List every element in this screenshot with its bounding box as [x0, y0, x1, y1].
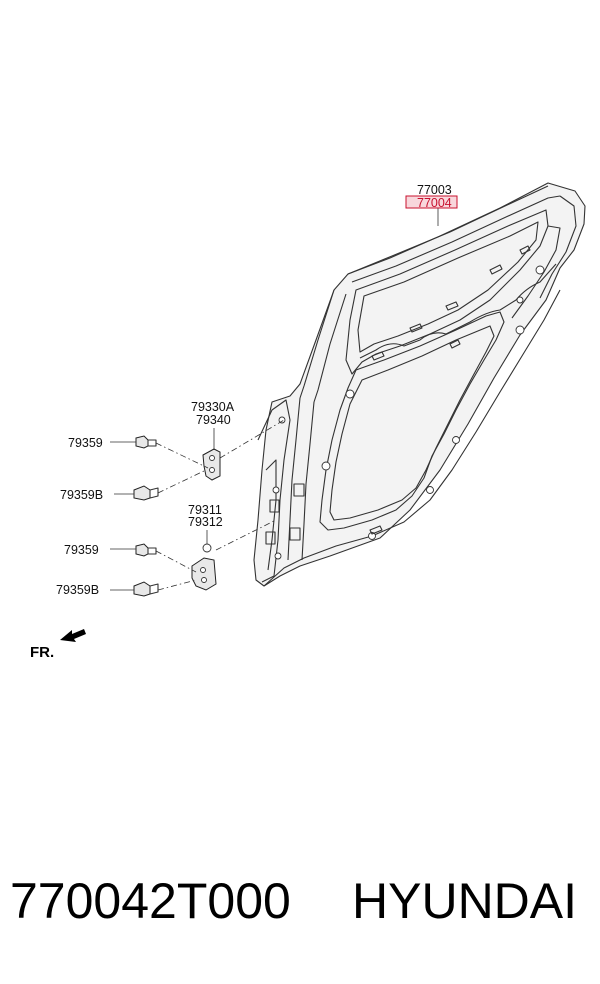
front-direction-marker: FR.: [30, 629, 86, 661]
label-bolt-2: 79359B: [60, 488, 103, 502]
bolt-icon-1: [135, 435, 157, 449]
label-hinge-lower-a: 79311: [188, 503, 222, 517]
highlight-box: [405, 195, 458, 209]
label-hinge-upper-b: 79340: [196, 413, 231, 427]
rear-door-panel: [253, 182, 586, 587]
label-bolt-3: 79359: [64, 543, 99, 557]
fr-label: FR.: [30, 644, 54, 661]
bolt-icon-3: [135, 543, 157, 557]
label-hinge-upper-a: 79330A: [191, 400, 235, 414]
bolt-icon-4: [133, 581, 159, 597]
label-hinge-lower-b: 79312: [188, 515, 223, 529]
label-bolt-1: 79359: [68, 436, 103, 450]
label-bolt-4: 79359B: [56, 583, 99, 597]
arrow-icon: [60, 629, 86, 642]
leader-lines: [110, 208, 439, 591]
brand-name: HYUNDAI: [352, 873, 578, 929]
part-number: 770042T000: [10, 873, 291, 929]
label-door-rh: 77004: [417, 196, 452, 210]
bolt-icon-2: [133, 485, 159, 501]
lower-hinge: [191, 543, 217, 591]
upper-hinge: [202, 448, 221, 481]
label-door-lh: 77003: [417, 183, 452, 197]
caption: 770042T000 HYUNDAI: [0, 872, 600, 952]
